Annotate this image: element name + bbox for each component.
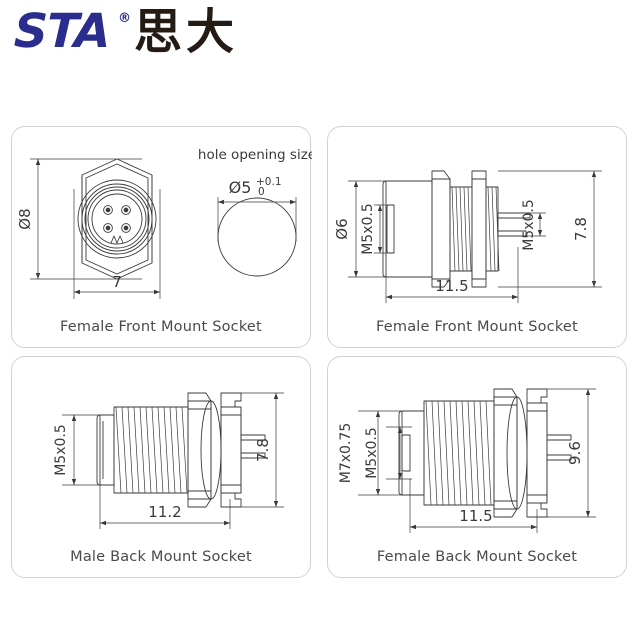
logo-chinese-text: 思大	[134, 4, 239, 60]
panel-female-front-mount-socket-front: Ø8 7 hole opening size Ø5 +0.1 0 Female …	[11, 126, 312, 348]
panel-female-front-mount-socket-side: Ø6 M5x0.5 M5x0.5 7.8 11.5 Female Front M…	[327, 126, 627, 348]
tolerance-lower: 0	[258, 186, 265, 198]
dim-thread-m5: M5x0.5	[53, 424, 69, 476]
dim-thread-left-m5: M5x0.5	[360, 203, 376, 255]
dim-length-11-5: 11.5	[435, 277, 468, 295]
panel-caption: Male Back Mount Socket	[70, 549, 252, 565]
tolerance-upper: +0.1	[256, 176, 282, 188]
panel-male-back-mount-socket: M5x0.5 7.8 11.2 Male Back Mount Socket	[11, 356, 311, 578]
panel-female-back-mount-socket: M7x0.75 M5x0.5 9.6 11.5 Female Back Moun…	[327, 356, 627, 578]
dim-thread-outer-m7: M7x0.75	[338, 423, 354, 483]
dim-thread-right-m5: M5x0.5	[521, 199, 537, 251]
drawing-male-back-side-view: M5x0.5 7.8 11.2	[12, 357, 312, 542]
dim-diameter-8: Ø8	[16, 208, 34, 229]
panel-caption: Female Back Mount Socket	[376, 549, 578, 565]
registered-trademark-icon: ®	[118, 11, 131, 26]
drawing-female-front-front-view: Ø8 7 hole opening size Ø5 +0.1 0	[12, 127, 312, 312]
drawing-female-front-side-view: Ø6 M5x0.5 M5x0.5 7.8 11.5	[328, 127, 628, 312]
dim-height-9-6: 9.6	[566, 441, 584, 465]
drawing-female-back-side-view: M7x0.75 M5x0.5 9.6 11.5	[328, 357, 628, 542]
company-logo: STA ® 思大	[0, 0, 640, 88]
dim-hole-diameter-5: Ø5	[229, 178, 252, 197]
dim-body-diameter-6: Ø6	[333, 218, 351, 239]
dim-height-7-8: 7.8	[254, 438, 272, 462]
dim-thread-inner-m5: M5x0.5	[364, 427, 380, 479]
dim-height-7-8: 7.8	[572, 217, 590, 241]
logo-brand-text: STA	[13, 4, 111, 59]
dim-length-11-5: 11.5	[459, 507, 492, 525]
panel-caption: Female Front Mount Socket	[376, 319, 578, 335]
panel-caption: Female Front Mount Socket	[60, 319, 262, 335]
dim-length-11-2: 11.2	[148, 503, 181, 521]
dim-width-7: 7	[112, 273, 122, 291]
label-hole-opening-size: hole opening size	[198, 147, 312, 163]
